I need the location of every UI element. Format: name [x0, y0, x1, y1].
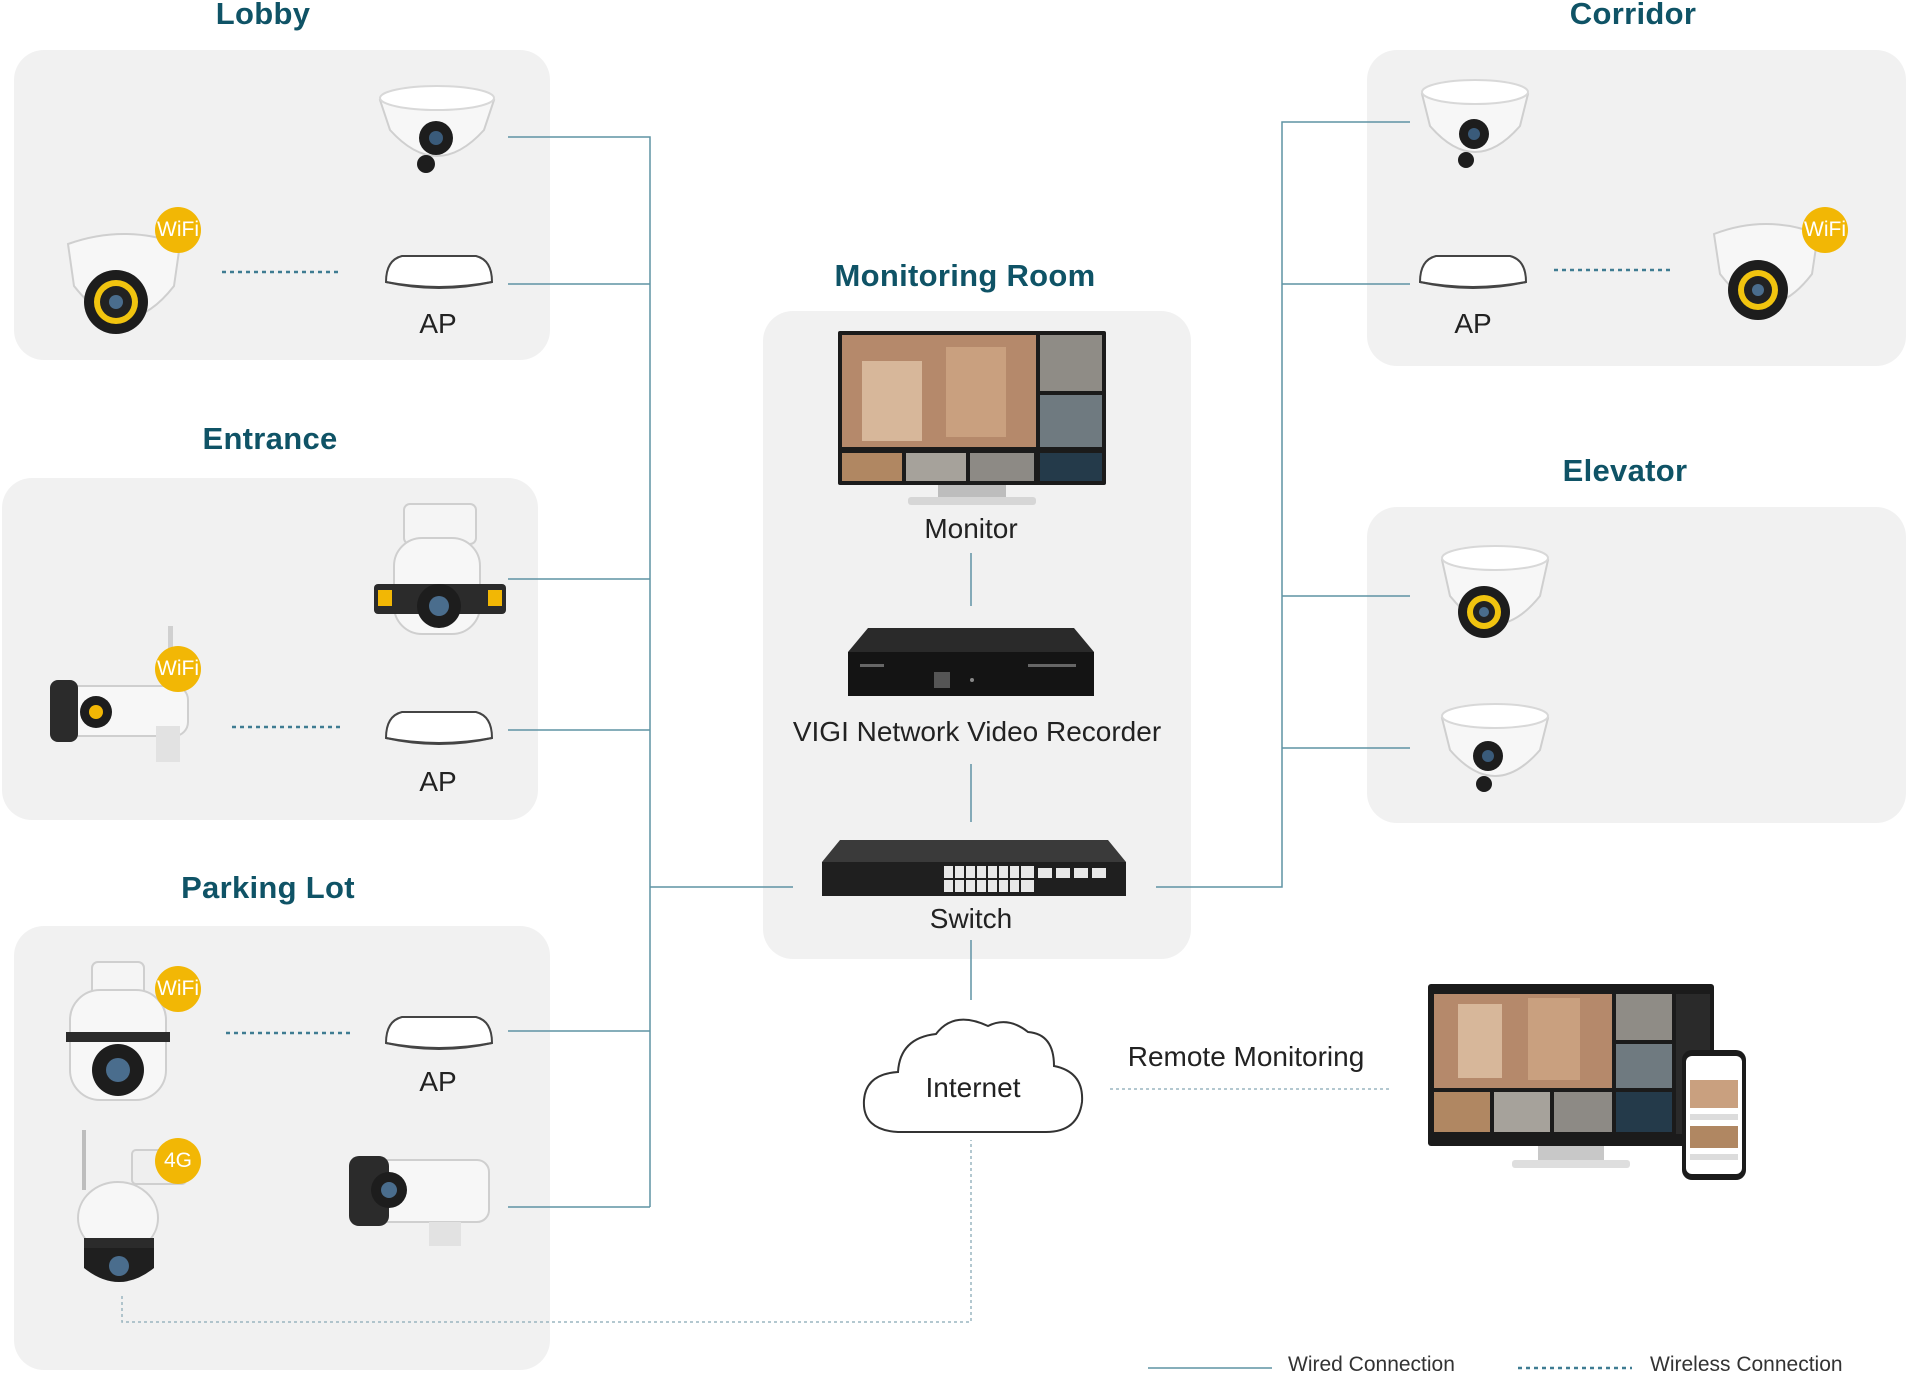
- bullet-camera-icon: [50, 626, 189, 762]
- wired-connection: [508, 136, 651, 1207]
- monitor-label: Monitor: [924, 513, 1018, 544]
- entrance-title: Entrance: [202, 421, 338, 456]
- monitoring-room-title: Monitoring Room: [834, 258, 1096, 293]
- switch-label: Switch: [929, 903, 1013, 934]
- monitor-icon: [838, 331, 1106, 505]
- access-point-icon: [384, 1016, 494, 1050]
- turret-camera-icon: [66, 233, 182, 334]
- lobby-ap-label: AP: [419, 308, 457, 339]
- turret-camera-icon: [1712, 223, 1820, 320]
- turret-camera-icon: [378, 85, 496, 173]
- cellular-connection: [121, 1140, 972, 1323]
- ptz-camera-icon: [66, 961, 170, 1101]
- switch-icon: [822, 840, 1126, 896]
- access-point-icon: [1418, 255, 1528, 289]
- corridor-title: Corridor: [1569, 0, 1697, 31]
- wifi-badge: WiFi: [155, 646, 201, 692]
- turret-camera-icon: [1440, 545, 1550, 638]
- lobby-title: Lobby: [215, 0, 311, 31]
- wired-connection: [1156, 121, 1410, 888]
- turret-camera-icon: [1440, 703, 1550, 792]
- wifi-badge: WiFi: [155, 207, 201, 253]
- cloud-icon: [862, 1018, 1084, 1133]
- access-point-icon: [384, 255, 494, 289]
- corridor-ap-label: AP: [1454, 308, 1492, 339]
- parking-lot-title: Parking Lot: [181, 870, 355, 905]
- parking-ap-label: AP: [419, 1066, 457, 1097]
- turret-camera-icon: [1420, 79, 1530, 168]
- elevator-title: Elevator: [1562, 453, 1688, 488]
- ptz-camera-icon: [374, 503, 506, 635]
- wifi-badge: WiFi: [155, 966, 201, 1012]
- monitor-icon: [1428, 984, 1714, 1168]
- entrance-ap-label: AP: [419, 766, 457, 797]
- bullet-camera-icon: [349, 1156, 490, 1246]
- smartphone-icon: [1682, 1050, 1746, 1180]
- remote-monitoring-label: Remote Monitoring: [1127, 1041, 1365, 1072]
- nvr-label: VIGI Network Video Recorder: [792, 716, 1162, 747]
- ptz-camera-icon: [77, 1130, 187, 1282]
- legend-wireless-label: Wireless Connection: [1650, 1353, 1843, 1376]
- legend-wired-label: Wired Connection: [1288, 1353, 1455, 1376]
- nvr-icon: [848, 628, 1094, 696]
- wifi-badge: WiFi: [1802, 207, 1848, 253]
- internet-label: Internet: [925, 1072, 1021, 1103]
- access-point-icon: [384, 711, 494, 745]
- cellular-badge: 4G: [155, 1138, 201, 1184]
